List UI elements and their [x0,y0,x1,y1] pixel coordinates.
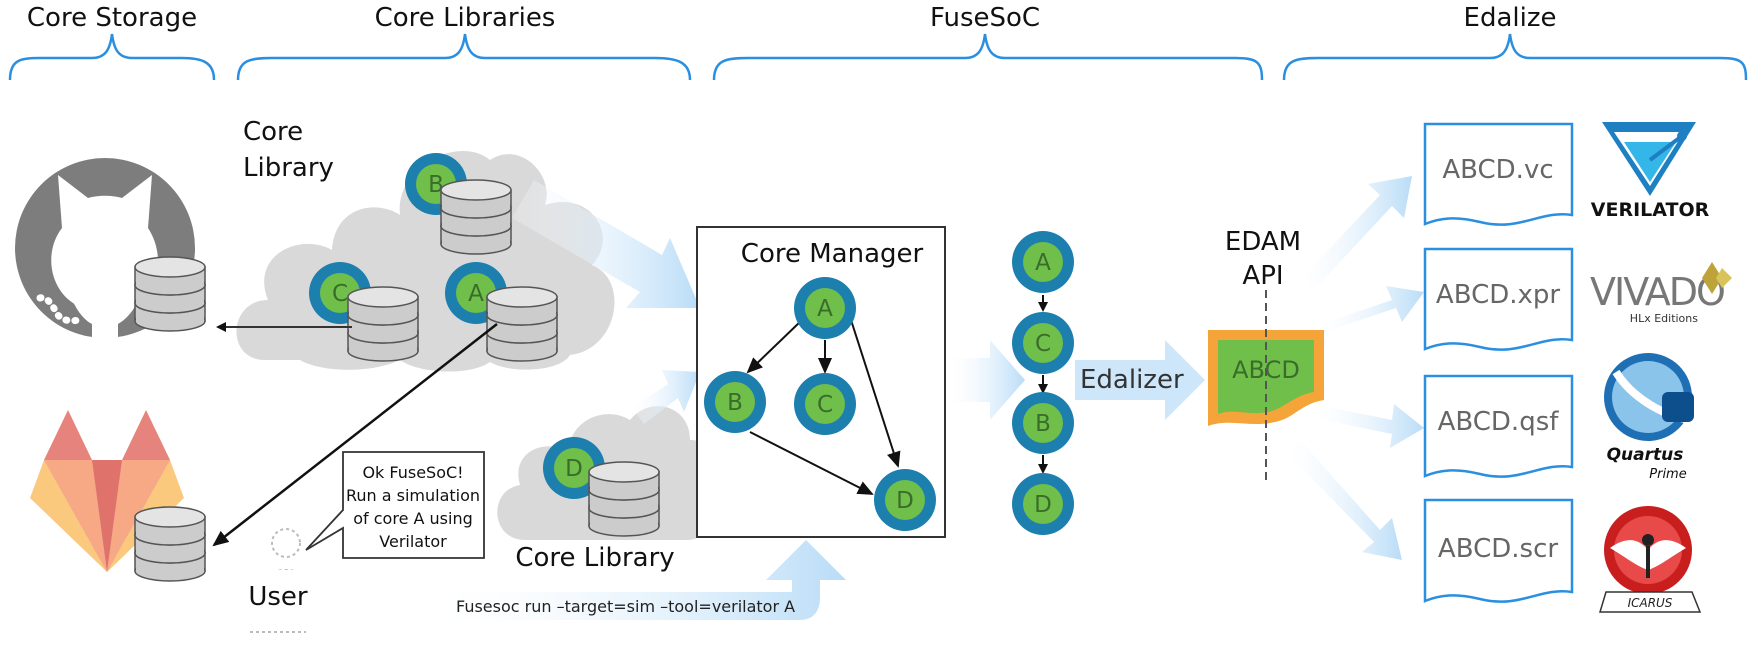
library-label-line2: Library [243,153,334,183]
brace-edalize [1282,33,1748,81]
flow-arrow-command-up [440,540,846,620]
core-label-c-lib: C [332,281,348,307]
edam-label-line1: EDAM [1225,227,1301,257]
section-fusesoc: FuseSoC [712,3,1264,81]
edam-label-line2: API [1242,261,1283,291]
quartus-logo: Quartus Prime [1604,353,1694,482]
flow-arrow-library-top-to-manager [512,180,700,308]
speech-line-4: Verilator [379,532,447,551]
core-label-c-order: C [1035,331,1051,357]
edalizer-label: Edalizer [1080,365,1184,395]
order-core-c: C [1012,312,1074,374]
brace-core-storage [8,33,216,81]
db-lib-b [440,179,512,255]
output-file-xpr: ABCD.xpr [1423,247,1574,351]
core-label-a-mgr: A [817,296,833,322]
brace-fusesoc [712,33,1264,81]
output-file-vc: ABCD.vc [1423,122,1574,226]
order-core-a: A [1012,231,1074,293]
library-label-line1: Core [243,117,303,147]
library-bottom-label: Core Library [515,543,674,573]
db-lib-d [588,461,660,537]
database-icon-github [134,256,206,332]
user: User [236,528,316,633]
speech-line-3: of core A using [353,509,473,528]
vivado-logo: VIVADO HLx Editions [1590,262,1732,325]
core-label-a-order: A [1035,250,1051,276]
speech-line-2: Run a simulation [346,486,480,505]
core-label-d-mgr: D [896,488,914,514]
manager-core-c: C [794,373,856,435]
icarus-label: ICARUS [1628,596,1673,610]
manager-core-b: B [704,371,766,433]
core-manager-title: Core Manager [741,239,924,269]
order-core-b: B [1012,392,1074,454]
vivado-sub-label: HLx Editions [1630,312,1698,325]
database-icon-gitlab [134,506,206,582]
core-label-a-lib: A [468,281,484,307]
core-manager: Core Manager A B C D [696,226,946,538]
flow-arrow-edalizer: Edalizer [1075,340,1205,420]
quartus-label: Quartus [1607,445,1684,465]
section-title-core-libraries: Core Libraries [375,3,556,33]
output-file-label-qsf: ABCD.qsf [1438,407,1560,437]
output-file-qsf: ABCD.qsf [1423,374,1574,478]
section-title-fusesoc: FuseSoC [930,3,1040,33]
output-file-label-xpr: ABCD.xpr [1436,280,1560,310]
core-label-d-order: D [1034,492,1052,518]
brace-core-libraries [236,33,692,81]
section-title-edalize: Edalize [1464,3,1557,33]
verilator-logo: VERILATOR [1591,122,1710,221]
section-title-core-storage: Core Storage [27,3,197,33]
db-github [134,256,206,332]
edam-api: EDAM API ABCD [1208,227,1324,480]
db-lib-c [347,286,419,362]
user-head-icon [271,528,301,558]
core-label-b-mgr: B [727,390,743,416]
core-label-b-lib: B [428,172,444,198]
order-core-d: D [1012,473,1074,535]
db-gitlab [134,506,206,582]
output-file-label-vc: ABCD.vc [1442,155,1553,185]
quartus-sub-label: Prime [1649,467,1686,482]
db-lib-a [486,286,558,362]
output-file-scr: ABCD.scr [1423,498,1574,603]
library-core-d: D [543,437,605,499]
flow-arrow-library-bottom-to-manager [632,370,700,424]
core-label-c-mgr: C [817,392,833,418]
core-label-d-lib: D [565,456,583,482]
verilator-label: VERILATOR [1591,199,1710,221]
section-core-libraries: Core Libraries [236,3,692,81]
icarus-logo: ICARUS [1598,506,1702,613]
command-text: Fusesoc run –target=sim –tool=verilator … [456,597,795,616]
manager-core-a: A [794,277,856,339]
dependency-order: A C B D [1012,231,1074,535]
section-edalize: Edalize [1282,3,1748,81]
section-core-storage: Core Storage [8,3,216,81]
user-label: User [248,582,308,612]
manager-core-d: D [874,469,936,531]
speech-bubble: Ok FuseSoC! Run a simulation of core A u… [305,451,485,559]
speech-line-1: Ok FuseSoC! [362,463,463,482]
flow-arrow-manager-to-graph [950,340,1025,420]
output-file-label-scr: ABCD.scr [1438,534,1558,564]
core-label-b-order: B [1035,411,1051,437]
arrow-library-a-to-gitlab [212,323,498,547]
fanout-arrows [1286,176,1424,560]
